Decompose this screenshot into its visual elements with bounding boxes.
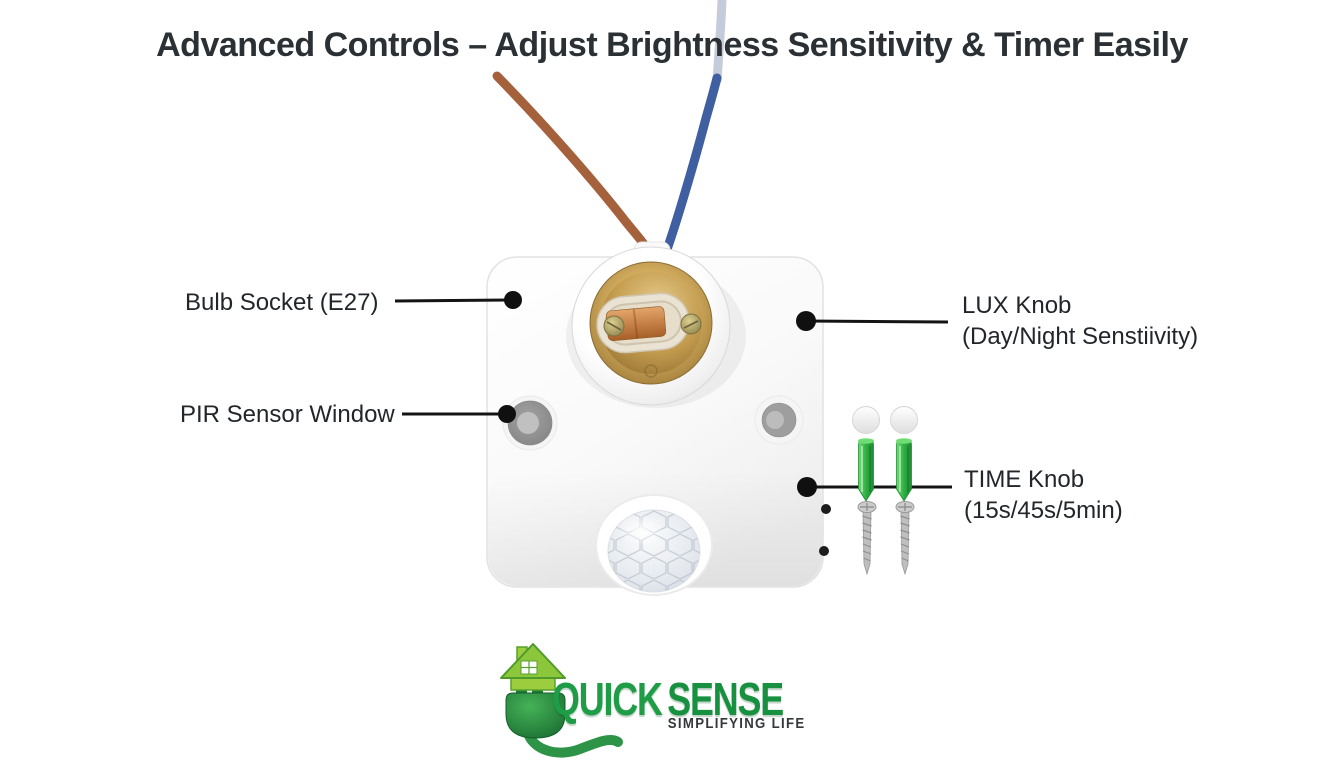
callout-dot xyxy=(498,405,516,423)
wall-plug xyxy=(858,438,874,502)
mounting-screw xyxy=(857,501,877,576)
socket-screw xyxy=(680,313,702,335)
time-knob xyxy=(754,395,804,445)
wall-plug xyxy=(896,438,912,502)
lux-knob-leader-line xyxy=(805,319,949,324)
brand-word-quick: QUICK xyxy=(552,673,663,725)
blue-wire xyxy=(659,73,722,263)
label-lux-knob: LUX Knob (Day/Night Senstiivity) xyxy=(962,290,1198,352)
callout-dot xyxy=(797,477,817,497)
label-time-knob-line1: TIME Knob xyxy=(964,466,1085,493)
label-lux-knob-line2: (Day/Night Senstiivity) xyxy=(962,323,1199,350)
socket-ceramic-insert xyxy=(596,292,690,354)
label-pir-sensor-window: PIR Sensor Window xyxy=(180,401,395,428)
brand-tagline: SIMPLIFYING LIFE xyxy=(668,715,806,732)
page-title: Advanced Controls – Adjust Brightness Se… xyxy=(156,26,1188,64)
house-plug-logo-icon xyxy=(500,643,623,758)
bulb-socket-leader-line xyxy=(394,298,514,303)
callout-dot xyxy=(796,311,816,331)
screw-cap xyxy=(852,406,880,434)
brand-word-sense: SENSE xyxy=(667,673,784,725)
side-button xyxy=(821,504,831,514)
callouts xyxy=(394,291,952,497)
white-wire xyxy=(712,0,727,85)
label-bulb-socket: Bulb Socket (E27) xyxy=(185,289,379,316)
lux-knob xyxy=(502,395,558,451)
pir-dome xyxy=(595,494,713,596)
socket-screw xyxy=(603,315,625,337)
logo-window xyxy=(520,660,538,675)
label-lux-knob-line1: LUX Knob xyxy=(962,292,1072,319)
logo-plug-body xyxy=(505,692,566,739)
bulb-socket-e27 xyxy=(571,246,731,406)
callout-dot xyxy=(504,291,522,309)
label-time-knob: TIME Knob (15s/45s/5min) xyxy=(964,464,1123,526)
label-time-knob-line2: (15s/45s/5min) xyxy=(964,497,1123,524)
logo-cord xyxy=(522,725,623,758)
screw-cap xyxy=(890,406,918,434)
brown-wire xyxy=(492,71,657,265)
mounting-screw xyxy=(895,501,915,576)
device-body xyxy=(486,241,831,596)
side-button xyxy=(819,546,829,556)
mounting-accessories xyxy=(852,406,918,576)
